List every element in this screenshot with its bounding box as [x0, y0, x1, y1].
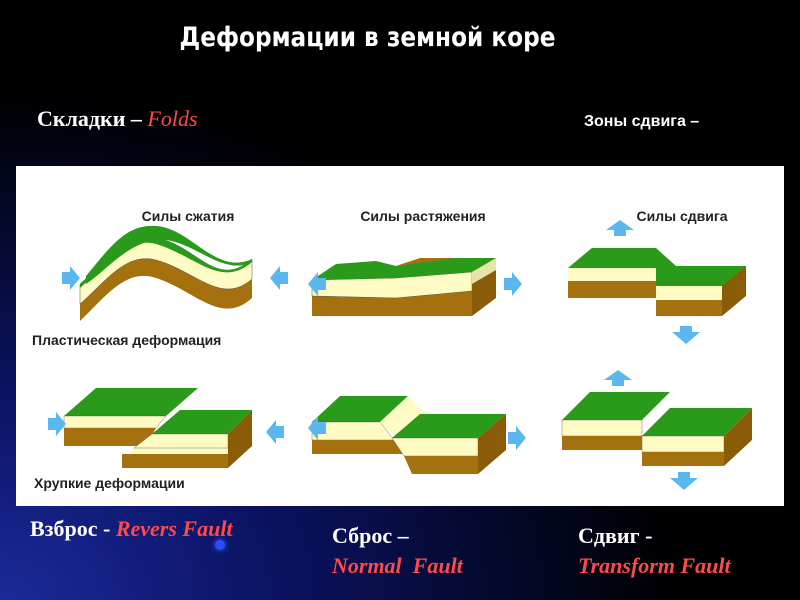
tension-block: [311, 258, 496, 316]
shear-arrow-up: [606, 220, 634, 236]
reverse-arrow-right: [266, 420, 284, 444]
fold-block: [79, 225, 253, 321]
normal-fault-caption: Сброс – Normal Fault: [332, 521, 532, 581]
diagram-canvas: Силы сжатия Силы растяжения Силы сдвига …: [32, 208, 752, 491]
folds-label: Складки – Folds: [37, 106, 198, 132]
normal-fault-block: [311, 396, 506, 474]
reverse-fault-ru: Взброс -: [30, 516, 116, 541]
reverse-fault-en: Revers Fault: [115, 516, 233, 541]
shear-zones-label: Зоны сдвига –: [584, 113, 700, 130]
folds-label-en: Folds: [147, 106, 198, 131]
transform-fault-block: [561, 392, 752, 466]
shear-forces-label: Силы сдвига: [637, 208, 728, 224]
compression-forces-label: Силы сжатия: [142, 208, 235, 224]
brittle-deformation-label: Хрупкие деформации: [34, 475, 185, 491]
transform-fault-caption: Сдвиг - Transform Fault: [578, 521, 788, 581]
tension-arrow-right: [504, 272, 522, 296]
shear-arrow-down: [672, 326, 700, 344]
transform-arrow-down: [670, 472, 698, 490]
folds-label-ru: Складки –: [37, 106, 148, 131]
normal-arrow-right: [508, 426, 526, 450]
reverse-fault-block: [63, 388, 252, 468]
deformation-diagram: Силы сжатия Силы растяжения Силы сдвига …: [16, 166, 784, 506]
transform-fault-en: Transform Fault: [578, 553, 731, 578]
decorative-dot: [215, 540, 225, 550]
page-title: Деформации в земной коре: [179, 22, 556, 53]
normal-fault-en: Normal Fault: [332, 553, 463, 578]
reverse-fault-caption: Взброс - Revers Fault: [30, 514, 260, 544]
compression-arrow-right: [270, 266, 288, 290]
shear-block: [568, 248, 746, 316]
normal-fault-ru: Сброс –: [332, 523, 409, 548]
compression-arrow-left: [62, 266, 80, 290]
reverse-arrow-left: [48, 412, 66, 436]
tension-forces-label: Силы растяжения: [360, 208, 485, 224]
plastic-deformation-label: Пластическая деформация: [32, 332, 221, 348]
transform-fault-ru: Сдвиг -: [578, 523, 653, 548]
transform-arrow-up: [604, 370, 632, 386]
